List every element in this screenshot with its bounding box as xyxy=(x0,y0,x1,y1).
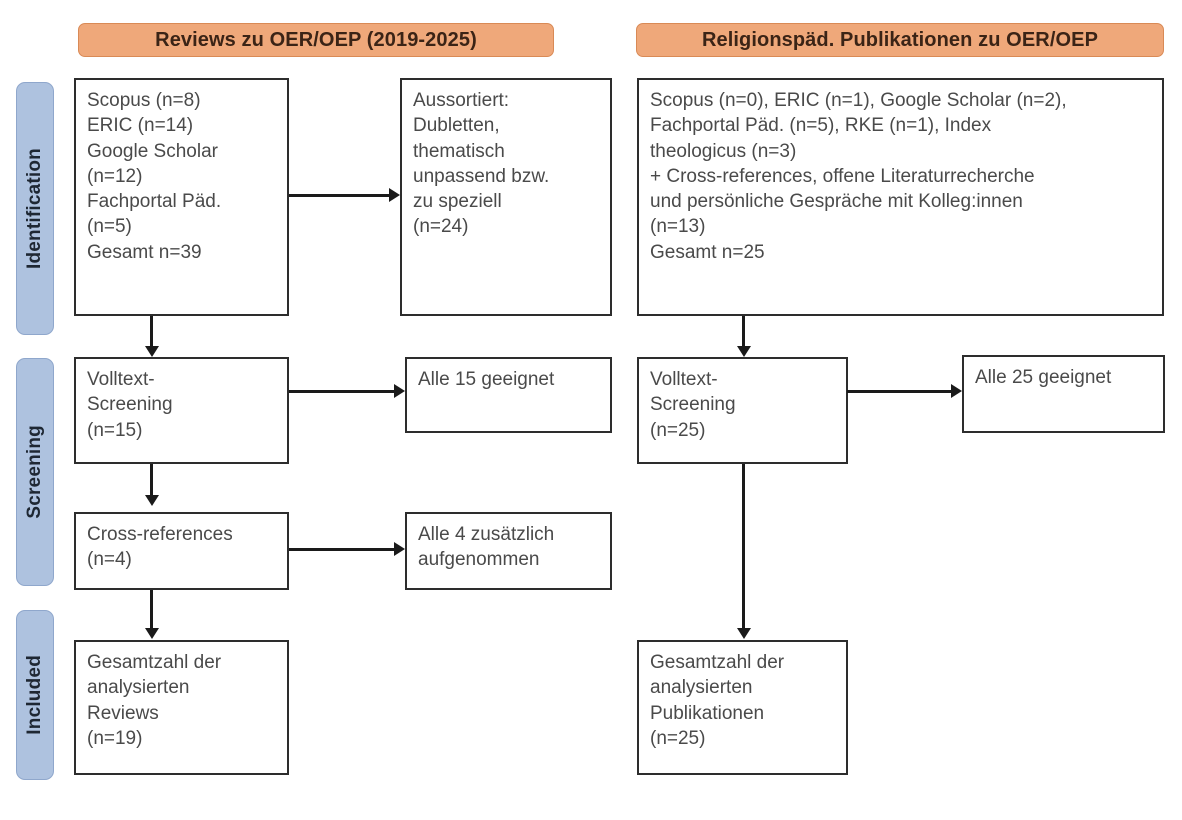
node-line: Gesamtzahl der xyxy=(87,652,222,673)
node-line: (n=24) xyxy=(413,216,469,238)
node-line: unpassend bzw. xyxy=(413,165,550,187)
column-header-left-label: Reviews zu OER/OEP (2019-2025) xyxy=(155,28,477,51)
node-line: (n=25) xyxy=(650,727,706,749)
node-right-fulltext-screening: Volltext- Screening (n=25) xyxy=(637,357,848,464)
node-line: Gesamt n=39 xyxy=(87,241,202,263)
node-line: (n=19) xyxy=(87,727,143,749)
connector-right-screening-to-included xyxy=(742,464,745,632)
node-line: Alle 25 geeignet xyxy=(975,367,1112,388)
column-header-right-label: Religionspäd. Publikationen zu OER/OEP xyxy=(701,28,1099,51)
node-line: zu speziell xyxy=(413,191,502,213)
arrowhead-right-screening-to-included xyxy=(736,628,751,639)
arrowhead-left-sources-to-excluded xyxy=(389,188,400,202)
arrowhead-left-crossrefs-to-added xyxy=(394,542,405,556)
connector-left-screening-to-crossrefs xyxy=(150,464,153,499)
node-right-included-total: Gesamtzahl der analysierten Publikatione… xyxy=(637,640,848,775)
node-line: Aussortiert: xyxy=(413,90,510,111)
node-line: Gesamtzahl der xyxy=(650,652,785,673)
connector-right-sources-to-screening xyxy=(742,316,745,351)
node-left-cross-references: Cross-references (n=4) xyxy=(74,512,289,590)
node-line: analysierten xyxy=(650,677,753,699)
node-left-excluded: Aussortiert: Dubletten, thematisch unpas… xyxy=(400,78,612,316)
node-line: Alle 4 zusätzlich xyxy=(418,524,555,545)
node-line: aufgenommen xyxy=(418,549,540,571)
arrowhead-left-screening-to-eligible xyxy=(394,384,405,398)
node-line: Screening xyxy=(650,394,736,416)
stage-label-screening-text: Screening xyxy=(24,425,45,519)
node-line: (n=12) xyxy=(87,165,143,187)
node-line: Volltext- xyxy=(650,369,718,390)
node-line: Volltext- xyxy=(87,369,155,390)
node-line: und persönliche Gespräche mit Kolleg:inn… xyxy=(650,191,1023,213)
node-line: + Cross-references, offene Literaturrech… xyxy=(650,165,1035,187)
node-right-fulltext-eligible: Alle 25 geeignet xyxy=(962,355,1165,433)
node-line: (n=13) xyxy=(650,216,706,238)
stage-label-screening: Screening xyxy=(16,358,54,586)
node-line: Dubletten, xyxy=(413,115,500,137)
node-line: analysierten xyxy=(87,677,190,699)
node-line: Cross-references xyxy=(87,524,233,545)
node-left-identification-sources: Scopus (n=8) ERIC (n=14) Google Scholar … xyxy=(74,78,289,316)
node-line: Publikationen xyxy=(650,702,765,724)
arrowhead-right-sources-to-screening xyxy=(736,346,751,357)
node-line: Fachportal Päd. xyxy=(87,191,222,213)
connector-left-crossrefs-to-added xyxy=(289,548,396,551)
node-line: Gesamt n=25 xyxy=(650,241,765,263)
node-line: (n=25) xyxy=(650,419,706,441)
connector-left-crossrefs-to-included xyxy=(150,590,153,630)
arrowhead-left-screening-to-crossrefs xyxy=(144,495,159,506)
column-header-left: Reviews zu OER/OEP (2019-2025) xyxy=(78,23,554,57)
node-left-included-total: Gesamtzahl der analysierten Reviews (n=1… xyxy=(74,640,289,775)
connector-left-sources-to-excluded xyxy=(289,194,391,197)
stage-label-included-text: Included xyxy=(24,655,45,735)
node-line: (n=15) xyxy=(87,419,143,441)
node-line: Screening xyxy=(87,394,173,416)
node-left-fulltext-screening: Volltext- Screening (n=15) xyxy=(74,357,289,464)
node-line: Fachportal Päd. (n=5), RKE (n=1), Index xyxy=(650,115,992,137)
node-left-cross-references-added: Alle 4 zusätzlich aufgenommen xyxy=(405,512,612,590)
node-line: (n=5) xyxy=(87,216,132,238)
node-right-identification-sources: Scopus (n=0), ERIC (n=1), Google Scholar… xyxy=(637,78,1164,316)
node-line: Scopus (n=0), ERIC (n=1), Google Scholar… xyxy=(650,90,1067,111)
stage-label-included: Included xyxy=(16,610,54,780)
connector-left-sources-to-screening xyxy=(150,316,153,351)
node-line: (n=4) xyxy=(87,549,132,571)
arrowhead-right-screening-to-eligible xyxy=(951,384,962,398)
node-line: ERIC (n=14) xyxy=(87,115,194,137)
node-line: Scopus (n=8) xyxy=(87,90,201,111)
stage-label-identification: Identification xyxy=(16,82,54,335)
stage-label-identification-text: Identification xyxy=(24,147,45,270)
column-header-right: Religionspäd. Publikationen zu OER/OEP xyxy=(636,23,1164,57)
node-line: Reviews xyxy=(87,702,159,724)
connector-right-screening-to-eligible xyxy=(847,390,953,393)
arrowhead-left-sources-to-screening xyxy=(144,346,159,357)
node-line: theologicus (n=3) xyxy=(650,140,797,162)
node-left-fulltext-eligible: Alle 15 geeignet xyxy=(405,357,612,433)
node-line: Google Scholar xyxy=(87,140,218,162)
node-line: Alle 15 geeignet xyxy=(418,369,555,390)
arrowhead-left-crossrefs-to-included xyxy=(144,628,159,639)
node-line: thematisch xyxy=(413,140,505,162)
connector-left-screening-to-eligible xyxy=(289,390,396,393)
